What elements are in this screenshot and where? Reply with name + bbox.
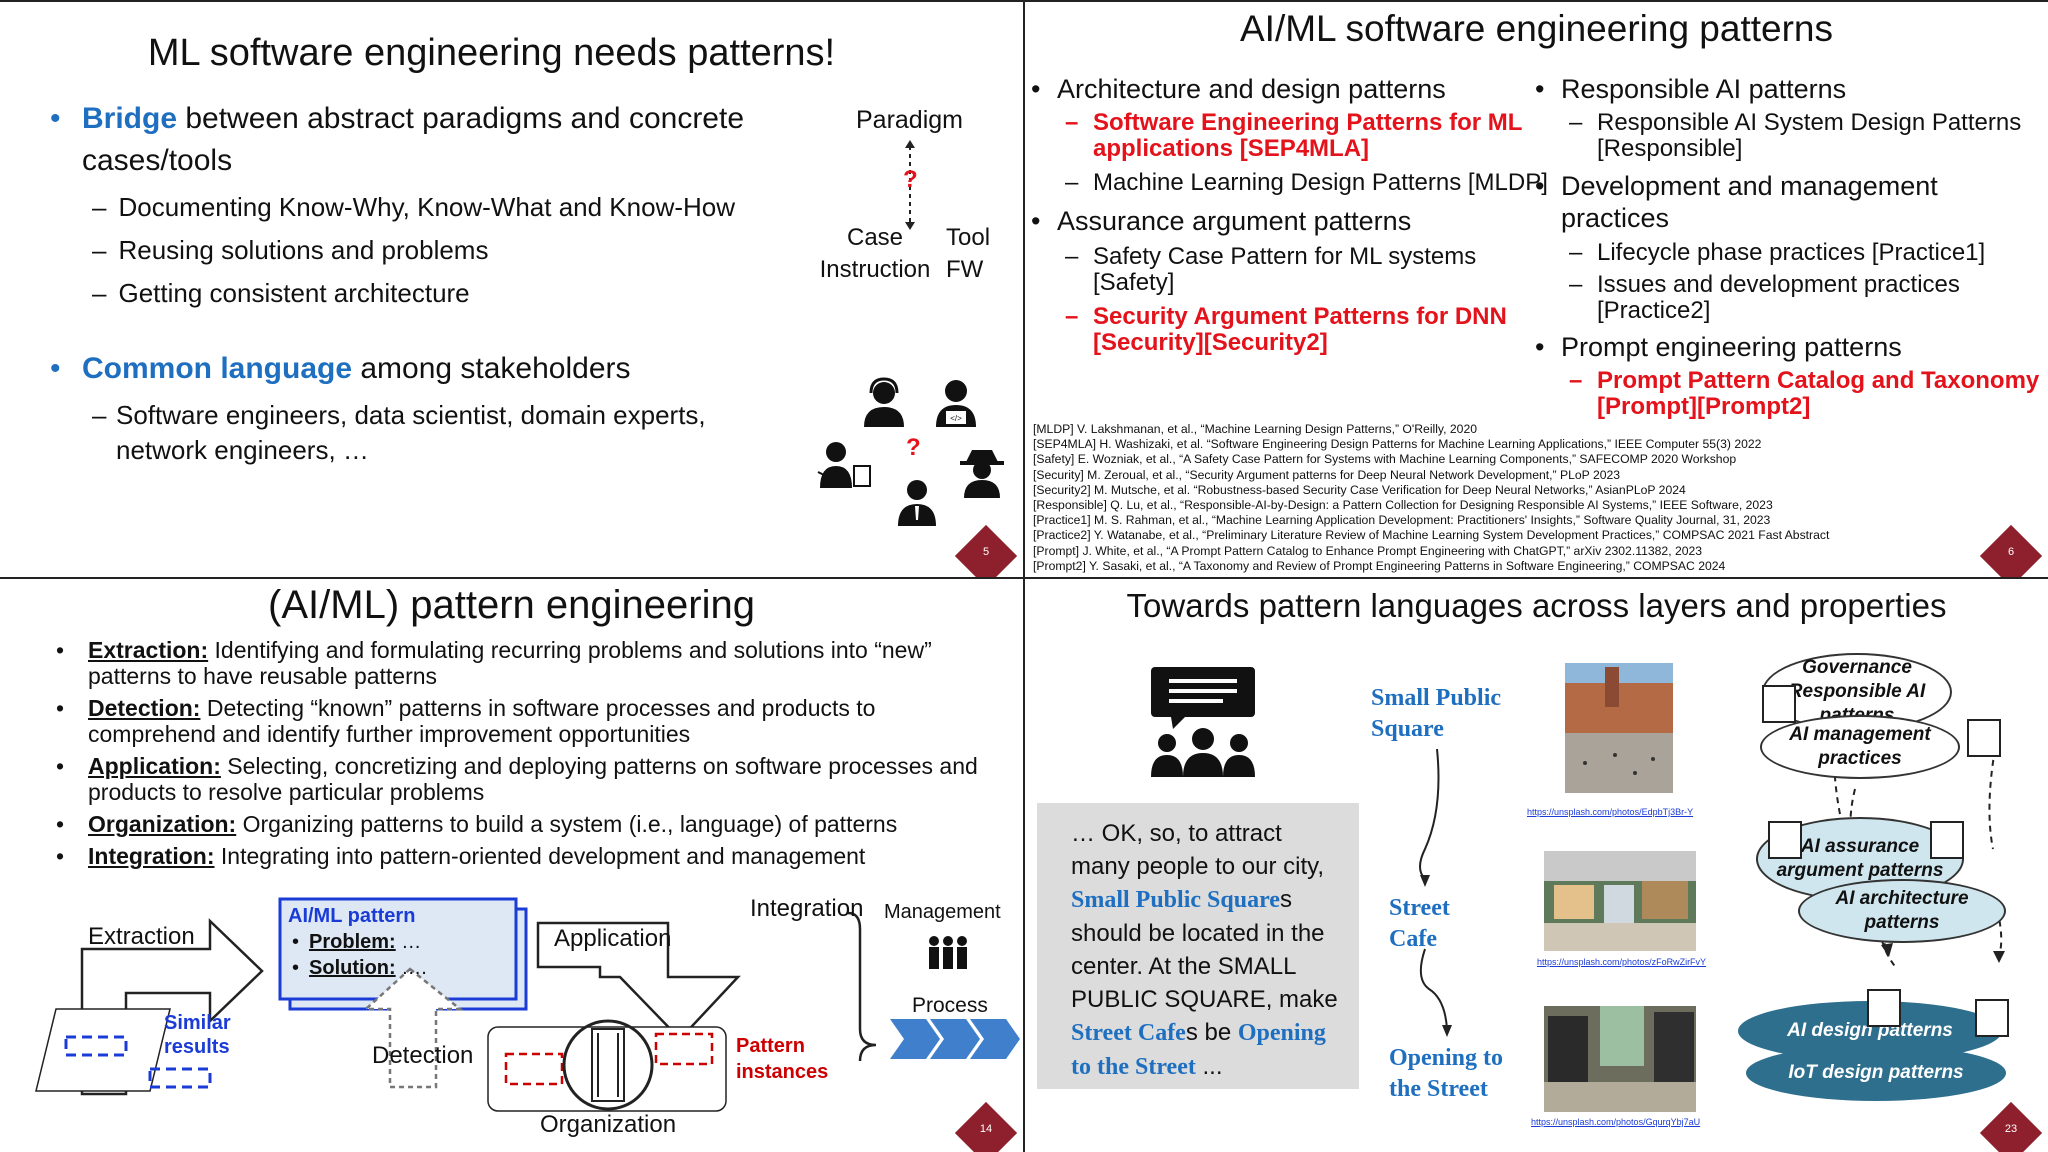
discussion-icon	[1151, 667, 1255, 777]
spy-icon	[960, 450, 1004, 498]
tool-label: Tool FW	[946, 224, 991, 283]
business-person-icon	[898, 480, 936, 526]
process-label: Process	[912, 994, 988, 1017]
doc-icon-1	[1762, 685, 1796, 723]
teacher-icon	[817, 442, 871, 488]
left-column: •Architecture and design patterns –Softw…	[1031, 74, 1548, 356]
doc-icon-5	[1867, 989, 1901, 1027]
paradigm-arrow	[905, 140, 915, 230]
similar-results-label: Similar results	[164, 1012, 231, 1058]
page-number: 5	[982, 546, 990, 558]
extraction-label: Extraction	[88, 923, 195, 950]
sub-bullet-3: –Getting consistent architecture	[92, 278, 470, 308]
stakeholders-question: ?	[906, 434, 921, 461]
bullet-text: between abstract paradigms and concrete …	[82, 102, 745, 177]
pattern-instances-label: Pattern instances	[736, 1035, 829, 1083]
svg-text:</>: </>	[950, 414, 962, 423]
photo-public-square	[1565, 663, 1673, 793]
slide-ml-se-needs-patterns[interactable]: ML software engineering needs patterns! …	[0, 2, 1023, 577]
slide-title: AI/ML software engineering patterns	[1239, 8, 1833, 49]
slide-pattern-languages[interactable]: Towards pattern languages across layers …	[1025, 579, 2048, 1152]
chain-opening-to-street: Opening to the Street	[1389, 1045, 1504, 1102]
doc-icon-2	[1967, 719, 2001, 757]
page-number: 6	[2007, 546, 2015, 558]
photo-opening-street	[1544, 1006, 1696, 1112]
paradigm-label: Paradigm	[856, 106, 963, 134]
doc-icon-3	[1768, 821, 1802, 859]
chain-arrows	[1419, 749, 1452, 1037]
chain-street-cafe: Street Cafe	[1389, 895, 1450, 952]
bullet-common-language: • Common language among stakeholders	[50, 352, 631, 385]
pattern-engineering-list: •Extraction: Identifying and formulating…	[56, 637, 978, 869]
integration-label: Integration	[750, 895, 864, 922]
ref-sep4mla: Software Engineering Patterns for ML app…	[1093, 109, 1522, 162]
layer-management: AI management practices	[1760, 715, 1960, 779]
references-list: [MLDP] V. Lakshmanan, et al., “Machine L…	[1033, 422, 1830, 573]
chain-small-public-square: Small Public Square	[1371, 685, 1502, 742]
doc-icon-6	[1975, 999, 2009, 1037]
slide-pattern-engineering[interactable]: (AI/ML) pattern engineering •Extraction:…	[0, 579, 1023, 1152]
divider-top	[0, 0, 2048, 2]
organization-label: Organization	[540, 1111, 677, 1138]
url-opening-street[interactable]: https://unsplash.com/photos/GqurqYbj7aU	[1531, 1117, 1701, 1127]
case-label: Case Instruction	[819, 224, 931, 283]
sub-bullet-1: –Documenting Know-Why, Know-What and Kno…	[92, 192, 736, 222]
management-label: Management	[884, 901, 1001, 923]
sub-bullet-2: –Reusing solutions and problems	[92, 235, 489, 265]
divider-vertical	[1023, 0, 1025, 1152]
doc-icon-4	[1930, 821, 1964, 859]
application-label: Application	[554, 925, 672, 952]
sub-bullet-stakeholders: – Software engineers, data scientist, do…	[92, 400, 706, 465]
ai-ml-pattern-card: AI/ML pattern •Problem: … •Solution: ….	[288, 905, 427, 979]
slide-title: (AI/ML) pattern engineering	[268, 583, 755, 627]
pattern-process-diagram	[35, 897, 1020, 1112]
layer-iot-design: IoT design patterns	[1746, 1045, 2006, 1101]
slide-title: Towards pattern languages across layers …	[1126, 587, 1947, 624]
right-column: •Responsible AI patterns –Responsible AI…	[1535, 74, 2040, 420]
quote-box: … OK, so, to attract many people to our …	[1037, 803, 1359, 1089]
team-icon	[929, 936, 967, 969]
slide-ai-ml-se-patterns[interactable]: AI/ML software engineering patterns •Arc…	[1025, 2, 2048, 577]
question-mark: ?	[903, 166, 918, 193]
bullet-bridge: • Bridge between abstract paradigms and …	[50, 102, 745, 177]
url-public-square[interactable]: https://unsplash.com/photos/EdpbTj3Br-Y	[1527, 807, 1694, 817]
support-person-icon	[864, 377, 904, 427]
url-street-cafe[interactable]: https://unsplash.com/photos/zFoRwZirFvY	[1537, 957, 1707, 967]
page-number: 23	[2004, 1123, 2018, 1135]
photo-street-cafe	[1544, 851, 1696, 951]
slide-title: ML software engineering needs patterns!	[147, 32, 836, 74]
page-number: 14	[979, 1123, 993, 1135]
bullet-key: Bridge	[82, 102, 178, 135]
detection-label: Detection	[372, 1042, 474, 1069]
divider-horizontal	[0, 577, 2048, 579]
layer-architecture: AI architecture patterns	[1798, 879, 2006, 943]
developer-icon: </>	[936, 380, 976, 427]
